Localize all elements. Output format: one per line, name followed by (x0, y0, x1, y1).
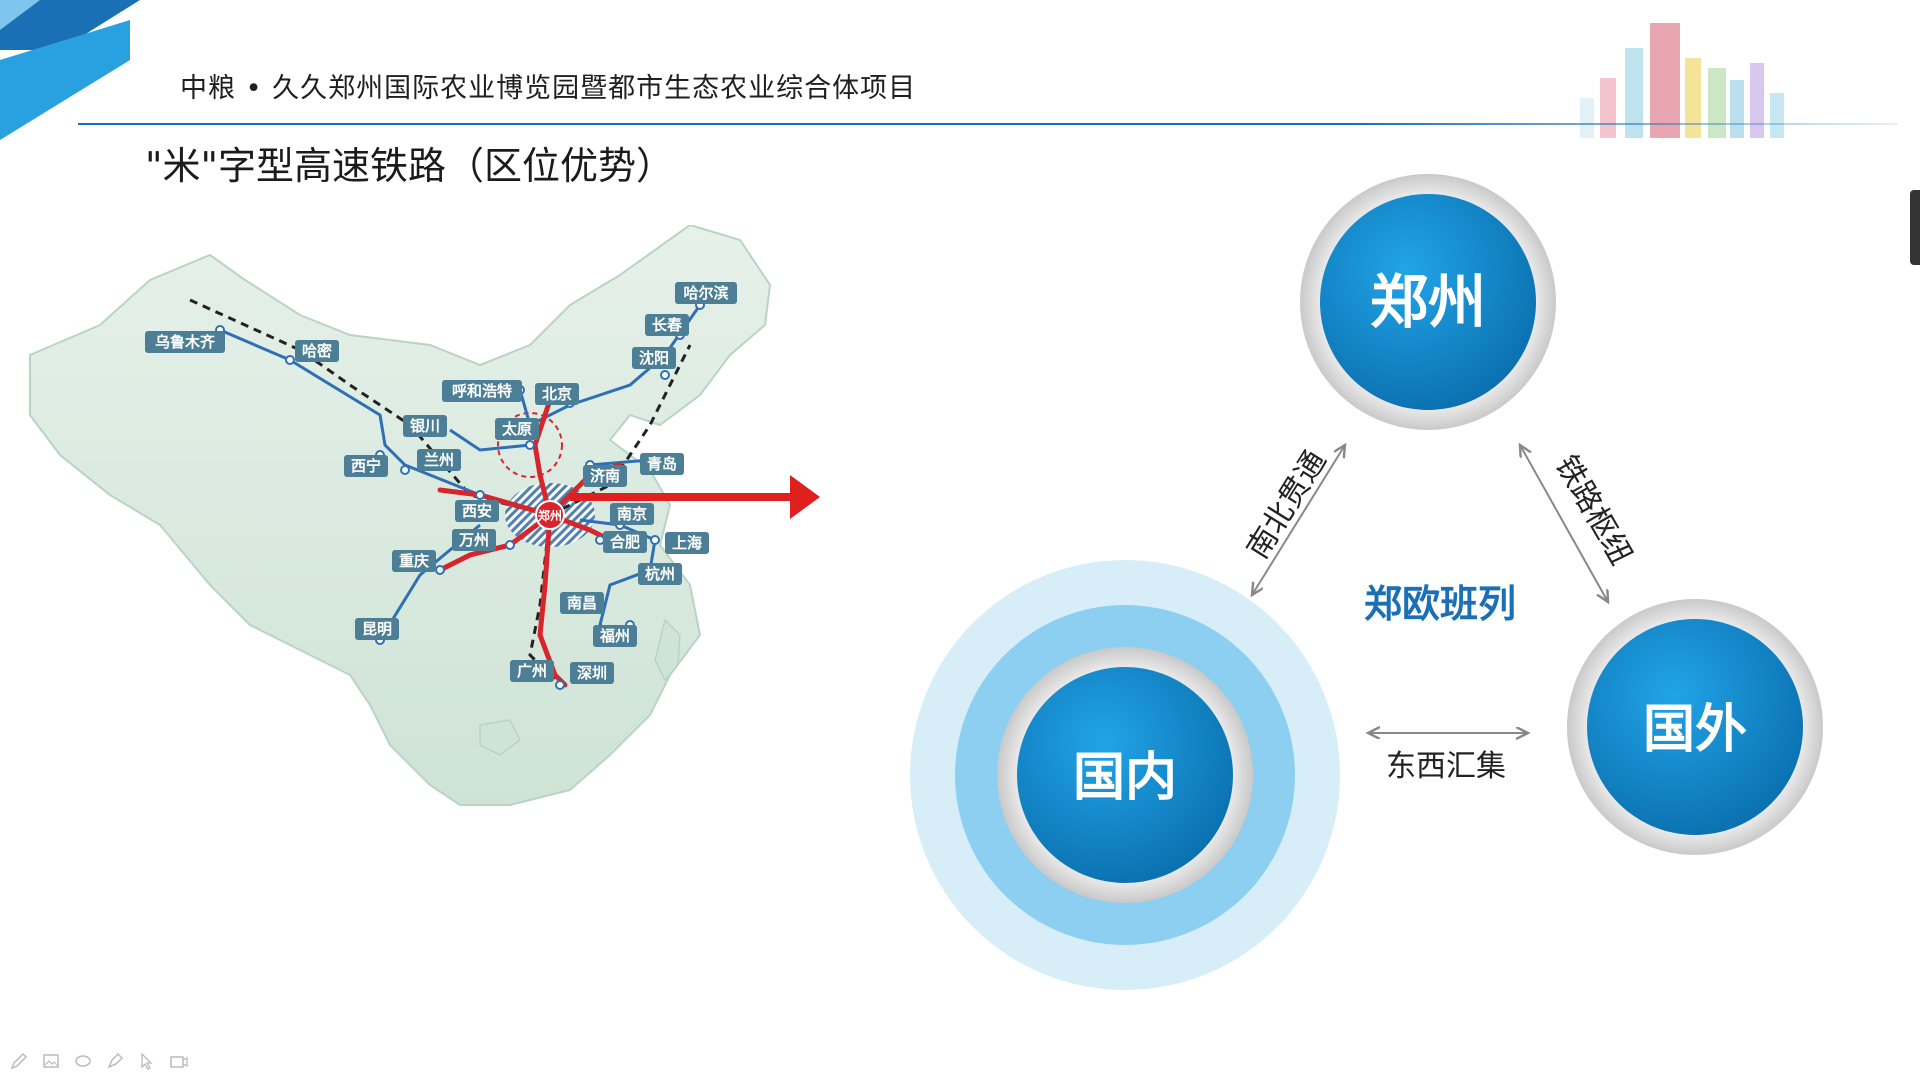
guonei-node: 国内 (997, 647, 1253, 903)
header-title: 中粮 • 久久郑州国际农业博览园暨都市生态农业综合体项目 (180, 73, 917, 104)
center-label: 郑欧班列 (1364, 582, 1516, 626)
svg-text:万州: 万州 (458, 531, 489, 549)
page-subtitle: "米"字型高速铁路（区位优势） (145, 144, 674, 188)
city-tag-qingdao: 青岛 (640, 453, 684, 475)
svg-text:兰州: 兰州 (424, 451, 454, 469)
left-edge-arrow (1250, 440, 1350, 442)
svg-text:西宁: 西宁 (351, 457, 381, 475)
svg-text:福州: 福州 (599, 627, 630, 645)
svg-text:银川: 银川 (410, 417, 440, 435)
cursor-icon[interactable] (136, 1050, 158, 1072)
city-tag-fuzhou: 福州 (593, 625, 637, 647)
city-tag-hefei: 合肥 (603, 531, 647, 553)
zhengzhou-node-label: 郑州 (1370, 268, 1486, 336)
side-scroll-handle[interactable] (1910, 190, 1920, 265)
left-edge-label: 南北贯通 (1240, 445, 1333, 565)
blue-rail-yinchuan (449, 428, 531, 452)
city-tag-shenzhen: 深圳 (570, 662, 614, 684)
svg-text:南京: 南京 (617, 505, 647, 523)
city-tag-harbin: 哈尔滨 (675, 282, 737, 304)
arrow-zhengzhou-guonei (1252, 445, 1345, 595)
city-tag-hangzhou: 杭州 (638, 563, 682, 585)
image-icon[interactable] (40, 1050, 62, 1072)
china-rail-map: 郑州 乌鲁木齐 哈密 西宁 兰州 银川 呼和浩特 北京 太原 哈尔滨 长春 沈阳… (29, 225, 820, 806)
svg-text:北京: 北京 (542, 385, 572, 403)
svg-text:哈尔滨: 哈尔滨 (683, 284, 728, 302)
blue-rail-hami-lanzhou (289, 358, 481, 497)
city-tag-xining: 西宁 (344, 455, 388, 477)
svg-text:合肥: 合肥 (609, 533, 640, 551)
city-tag-kunming: 昆明 (355, 618, 399, 640)
city-tag-nanchang: 南昌 (560, 592, 604, 614)
svg-text:杭州: 杭州 (645, 565, 675, 583)
city-tag-jinan: 济南 (583, 465, 627, 487)
svg-text:昆明: 昆明 (362, 620, 392, 638)
guowai-node: 国外 (1567, 599, 1823, 855)
svg-text:上海: 上海 (672, 534, 702, 552)
corner-stripe-decoration (0, 0, 140, 140)
city-tag-taiyuan: 太原 (495, 418, 539, 440)
red-arrow-icon (570, 475, 820, 519)
svg-text:南昌: 南昌 (567, 594, 597, 612)
city-tag-changchun: 长春 (645, 314, 689, 336)
svg-text:深圳: 深圳 (577, 664, 607, 682)
dashed-rail-northwest (189, 298, 551, 517)
svg-text:青岛: 青岛 (647, 455, 677, 473)
city-tag-shanghai: 上海 (665, 532, 709, 554)
svg-text:哈密: 哈密 (302, 342, 332, 360)
presentation-toolbar (8, 1048, 190, 1074)
hub-diagram: 郑州 国内 国外 南北贯通 铁路枢纽 东西汇集 郑欧班列 (910, 174, 1823, 990)
header-divider (78, 123, 1898, 125)
guonei-node-label: 国内 (1073, 748, 1177, 808)
city-tag-xian: 西安 (455, 500, 499, 522)
svg-text:长春: 长春 (652, 316, 682, 334)
city-tag-lanzhou: 兰州 (417, 449, 461, 471)
city-tag-urumqi: 乌鲁木齐 (145, 331, 225, 353)
svg-text:广州: 广州 (517, 662, 547, 680)
camera-icon[interactable] (168, 1050, 190, 1072)
pen-icon[interactable] (8, 1050, 30, 1072)
city-tag-guangzhou: 广州 (510, 660, 554, 682)
red-rail-south (537, 512, 568, 688)
guowai-node-label: 国外 (1643, 700, 1747, 760)
city-tag-wanzhou: 万州 (452, 529, 496, 551)
city-label-zhengzhou: 郑州 (538, 508, 562, 523)
city-tag-hami: 哈密 (295, 340, 339, 362)
svg-text:西安: 西安 (462, 502, 492, 520)
hainan-island (479, 719, 521, 756)
right-edge-label: 铁路枢纽 (1548, 450, 1638, 571)
svg-text:济南: 济南 (590, 467, 620, 485)
svg-text:重庆: 重庆 (399, 552, 429, 570)
city-tag-chongqing: 重庆 (392, 550, 436, 572)
city-tag-hohhot: 呼和浩特 (442, 380, 522, 402)
bottom-edge-label: 东西汇集 (1386, 749, 1506, 784)
zhengzhou-hub-marker (535, 500, 565, 530)
marker-icon[interactable] (104, 1050, 126, 1072)
blue-rail-urumqi-hami (219, 328, 291, 362)
arrow-zhengzhou-guowai (1520, 445, 1608, 602)
city-tag-yinchuan: 银川 (403, 415, 447, 437)
china-landmass (29, 225, 772, 806)
taiyuan-region-circle (497, 412, 563, 478)
svg-text:乌鲁木齐: 乌鲁木齐 (155, 333, 216, 351)
eraser-icon[interactable] (72, 1050, 94, 1072)
city-tag-shenyang: 沈阳 (632, 347, 676, 369)
city-tag-nanjing: 南京 (610, 503, 654, 525)
svg-text:沈阳: 沈阳 (639, 349, 669, 367)
zhengzhou-node: 郑州 (1300, 174, 1556, 430)
svg-text:呼和浩特: 呼和浩特 (452, 382, 512, 400)
svg-text:太原: 太原 (502, 420, 532, 438)
taiwan-island (654, 618, 681, 682)
city-tag-beijing: 北京 (535, 383, 579, 405)
city-skyline-decoration (1580, 23, 1784, 138)
